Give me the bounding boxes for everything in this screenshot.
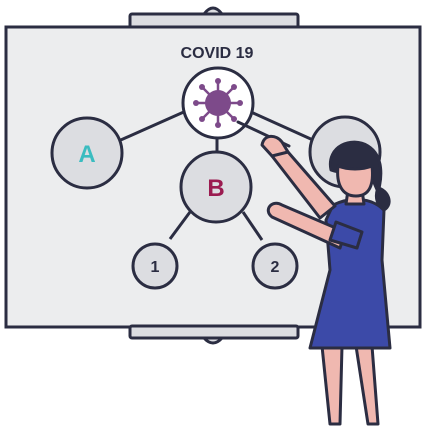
node-1: 1 [131, 242, 179, 290]
node-b: B [179, 150, 253, 224]
board-bottom-tray [128, 324, 300, 345]
figure-legs [320, 344, 380, 426]
figure-ponytail [374, 186, 391, 212]
figure-arm-second [266, 201, 347, 250]
node-a-label: A [78, 141, 95, 168]
presenter-figure [236, 120, 392, 426]
node-2: 2 [251, 242, 299, 290]
node-1-label: 1 [151, 259, 160, 276]
diagram-connectors [113, 109, 314, 241]
virus-icon [193, 78, 243, 128]
node-2-label: 2 [271, 259, 280, 276]
figure-sleeve [328, 220, 364, 250]
diagram-title: COVID 19 [181, 45, 254, 62]
figure-hand-raised [260, 134, 290, 158]
node-a: A [50, 116, 124, 190]
node-b-label: B [207, 175, 224, 202]
figure-face [336, 164, 374, 198]
virus-node [181, 66, 255, 140]
board-top-clip [128, 6, 300, 30]
